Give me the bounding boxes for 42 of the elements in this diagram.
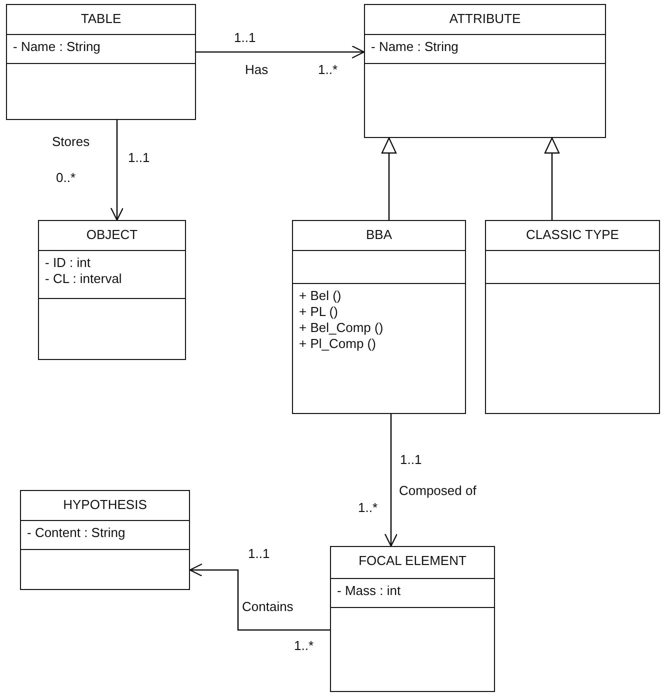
class-box xyxy=(292,220,466,414)
class-box xyxy=(330,546,495,692)
attribute-text: - Content : String xyxy=(27,525,126,541)
attribute-text: - CL : interval xyxy=(45,271,123,287)
method-text: + Bel () xyxy=(299,288,342,304)
method-text: + Pl_Comp () xyxy=(299,336,377,352)
class-box xyxy=(364,4,606,138)
class-name: TABLE xyxy=(80,11,122,27)
multiplicity-label: 1..1 xyxy=(246,546,272,561)
edge-label: Composed of xyxy=(397,483,478,498)
multiplicity-label: 0..* xyxy=(54,170,78,185)
class-name: FOCAL ELEMENT xyxy=(358,553,468,569)
attribute-text: - Name : String xyxy=(371,39,460,55)
class-name: CLASSIC TYPE xyxy=(525,227,620,243)
attribute-text: - ID : int xyxy=(45,255,92,271)
class-name: BBA xyxy=(364,227,393,243)
multiplicity-label: 1..* xyxy=(316,62,340,77)
association-arrow xyxy=(384,414,398,547)
association-arrow xyxy=(189,563,330,631)
method-text: + PL () xyxy=(299,304,339,320)
generalization-arrow xyxy=(544,137,560,220)
class-box xyxy=(485,220,660,414)
edge-label: Has xyxy=(243,62,270,77)
association-arrow xyxy=(196,45,365,59)
class-name: HYPOTHESIS xyxy=(62,497,148,513)
edge-label: Contains xyxy=(240,599,296,614)
generalization-arrow xyxy=(381,137,397,220)
multiplicity-label: 1..* xyxy=(356,500,380,515)
attribute-text: - Name : String xyxy=(13,39,102,55)
class-name: OBJECT xyxy=(85,227,139,243)
multiplicity-label: 1..1 xyxy=(232,30,258,45)
attribute-text: - Mass : int xyxy=(337,583,402,599)
class-box xyxy=(38,220,186,360)
class-box xyxy=(20,490,190,590)
edge-label: Stores xyxy=(50,134,92,149)
multiplicity-label: 1..* xyxy=(292,638,316,653)
multiplicity-label: 1..1 xyxy=(398,452,424,467)
association-arrow xyxy=(110,120,124,221)
method-text: + Bel_Comp () xyxy=(299,320,384,336)
multiplicity-label: 1..1 xyxy=(126,150,152,165)
class-name: ATTRIBUTE xyxy=(448,11,522,27)
class-box xyxy=(6,4,196,120)
